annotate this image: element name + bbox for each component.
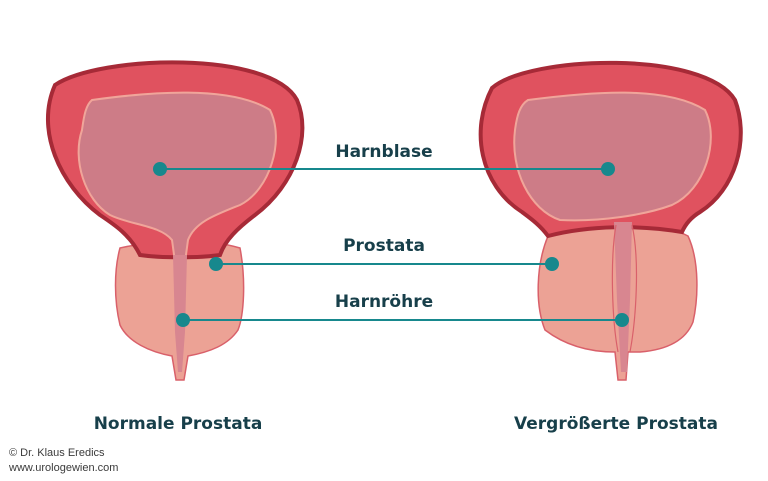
pointer-dot-left-harnblase xyxy=(153,162,167,176)
pointer-harnblase xyxy=(153,162,615,176)
pointer-dot-right-harnblase xyxy=(601,162,615,176)
enlarged-bladder-inner xyxy=(513,91,712,222)
label-harnroehre: Harnröhre xyxy=(334,292,434,312)
enlarged-prostate-illustration xyxy=(478,60,743,381)
pointer-dot-right-prostata xyxy=(545,257,559,271)
enlarged-prostate-lobe-divider xyxy=(611,224,638,353)
label-harnblase: Harnblase xyxy=(335,142,433,162)
pointer-prostata xyxy=(209,257,559,271)
pointer-dot-left-prostata xyxy=(209,257,223,271)
enlarged-urethra xyxy=(614,222,632,372)
normal-bladder-inner xyxy=(77,91,277,263)
normal-prostate-illustration xyxy=(45,60,305,381)
label-prostata: Prostata xyxy=(343,236,425,256)
normal-urethra xyxy=(173,255,187,372)
pointer-dot-left-harnroehre xyxy=(176,313,190,327)
credit-website: www.urologewien.com xyxy=(9,462,119,474)
caption-vergroesserte-prostata: Vergrößerte Prostata xyxy=(514,414,718,434)
pointer-dot-right-harnroehre xyxy=(615,313,629,327)
caption-normal-prostata: Normale Prostata xyxy=(93,414,263,434)
pointer-harnroehre xyxy=(176,313,629,327)
credit-author: © Dr. Klaus Eredics xyxy=(9,447,105,459)
